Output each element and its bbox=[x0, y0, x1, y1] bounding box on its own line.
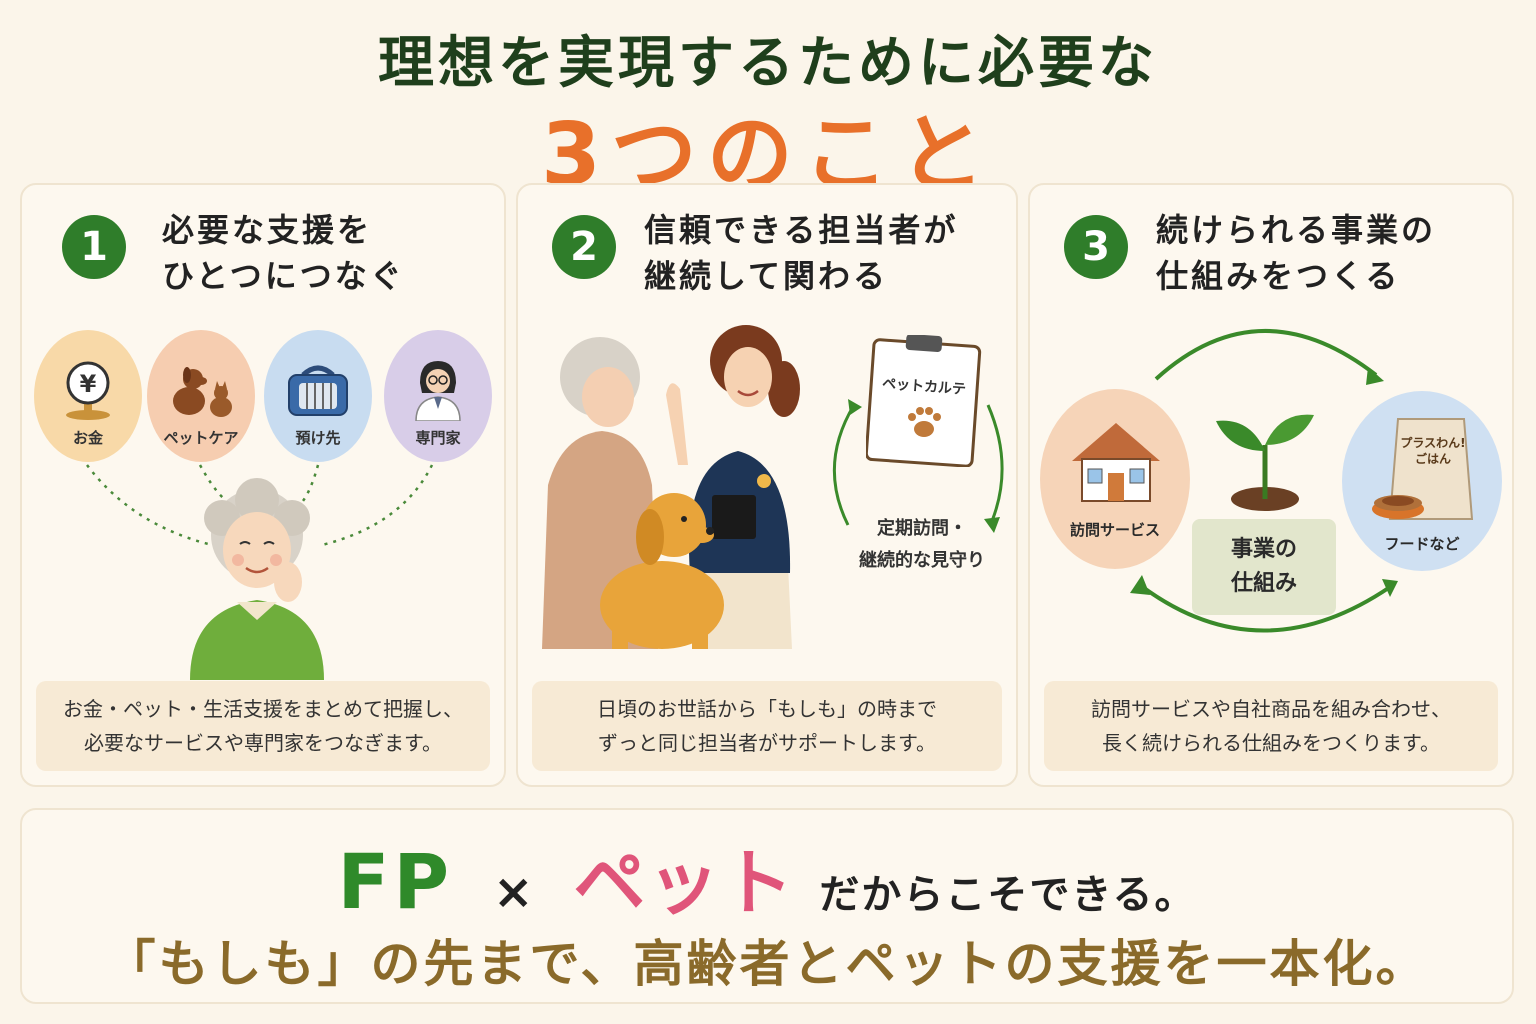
dog-cat-icon bbox=[173, 367, 232, 417]
bubble-boarding: 預け先 bbox=[264, 330, 372, 462]
pet-carrier-icon bbox=[288, 365, 348, 416]
bubble-pet-care: ペットケア bbox=[147, 330, 255, 462]
footer-tagline: FP × ペット だからこそできる。 bbox=[22, 824, 1512, 929]
visit-service-label: 訪問サービス bbox=[1069, 521, 1160, 539]
footer-statement: 「もしも」の先まで、高齢者とペットの支援を一本化。 bbox=[105, 935, 1429, 993]
food-label: フードなど bbox=[1384, 535, 1460, 553]
visit-service-circle: 訪問サービス bbox=[1040, 389, 1190, 569]
footer-fp: FP bbox=[337, 837, 454, 926]
bubble-expert: 専門家 bbox=[384, 330, 492, 462]
page-title: 理想を実現するために必要な bbox=[378, 31, 1158, 96]
yen-coin-icon: ¥ bbox=[66, 361, 110, 420]
panel-heading-line1: 続けられる事業の bbox=[1156, 211, 1437, 249]
bubble-label: 預け先 bbox=[295, 429, 341, 447]
footer-dakara: だからこそできる。 bbox=[819, 872, 1197, 918]
elderly-woman-illustration bbox=[190, 478, 324, 680]
panel-heading-line1: 信頼できる担当者が bbox=[644, 211, 959, 249]
panel-caption: 日頃のお世話から「もしも」の時まで ずっと同じ担当者がサポートします。 bbox=[532, 681, 1002, 771]
panel-heading: 必要な支援を ひとつにつなぐ bbox=[162, 207, 405, 299]
sprout-icon bbox=[1216, 414, 1314, 511]
expert-icon bbox=[415, 361, 461, 421]
caption-line1: 訪問サービスや自社商品を組み合わせ、 bbox=[1091, 697, 1451, 721]
clipboard-icon bbox=[866, 335, 982, 467]
panel-heading-line2: ひとつにつなぐ bbox=[162, 257, 405, 295]
step-number-badge: 1 bbox=[62, 215, 126, 279]
food-bag-label-line2: ごはん bbox=[1414, 452, 1451, 466]
bubble-label: 専門家 bbox=[415, 429, 461, 447]
panel-caption: 訪問サービスや自社商品を組み合わせ、 長く続けられる仕組みをつくります。 bbox=[1044, 681, 1498, 771]
visit-label-line2: 継続的な見守り bbox=[859, 550, 985, 571]
connector-dotted-lines bbox=[86, 464, 434, 547]
business-label-line1: 事業の bbox=[1230, 537, 1297, 562]
caption-line1: 日頃のお世話から「もしも」の時まで bbox=[597, 697, 937, 721]
bubble-label: お金 bbox=[72, 429, 103, 447]
panel-connect-support: 1 必要な支援を ひとつにつなぐ ¥ お金 ペットケア bbox=[20, 183, 506, 787]
panel-heading-line2: 継続して関わる bbox=[644, 257, 889, 295]
caption-line2: 長く続けられる仕組みをつくります。 bbox=[1102, 731, 1440, 755]
panel-consistent-staff: 2 信頼できる担当者が 継続して関わる bbox=[516, 183, 1018, 787]
caption-line1: お金・ペット・生活支援をまとめて把握し、 bbox=[63, 697, 463, 721]
step-number-badge: 2 bbox=[552, 215, 616, 279]
step-number-badge: 3 bbox=[1064, 215, 1128, 279]
food-bag-label: プラスわん! ごはん bbox=[1396, 435, 1470, 467]
panel-heading: 続けられる事業の 仕組みをつくる bbox=[1156, 207, 1436, 299]
business-label-line2: 仕組み bbox=[1230, 571, 1297, 596]
food-bag-label-line1: プラスわん! bbox=[1400, 436, 1466, 450]
bubble-label: ペットケア bbox=[163, 429, 239, 447]
food-bag-icon bbox=[1372, 418, 1474, 520]
visit-label-line1: 定期訪問・ bbox=[877, 518, 967, 539]
caption-line2: 必要なサービスや専門家をつなぎます。 bbox=[84, 731, 442, 755]
svg-text:¥: ¥ bbox=[80, 370, 97, 398]
panel-caption: お金・ペット・生活支援をまとめて把握し、 必要なサービスや専門家をつなぎます。 bbox=[36, 681, 490, 771]
house-icon bbox=[1072, 423, 1160, 502]
panel-heading-line2: 仕組みをつくる bbox=[1156, 257, 1401, 295]
panel-heading: 信頼できる担当者が 継続して関わる bbox=[644, 207, 958, 299]
panel-heading-line1: 必要な支援を bbox=[162, 211, 373, 249]
footer-pet: ペット bbox=[573, 841, 796, 925]
food-circle: プラスわん! ごはん フードなど bbox=[1342, 391, 1502, 571]
footer-message: FP × ペット だからこそできる。 「もしも」の先まで、高齢者とペットの支援を… bbox=[20, 808, 1514, 1004]
business-cycle-arrows bbox=[1130, 329, 1398, 633]
staff-meeting-illustration bbox=[542, 325, 800, 649]
bubble-money: ¥ お金 bbox=[34, 330, 142, 462]
caption-line2: ずっと同じ担当者がサポートします。 bbox=[598, 731, 936, 755]
footer-times: × bbox=[493, 864, 534, 920]
panel-sustainable-business: 3 続けられる事業の 仕組みをつくる 訪問サービス 事業の 仕組み bbox=[1028, 183, 1514, 787]
cycle-arrows-icon bbox=[832, 399, 1004, 533]
business-model-box: 事業の 仕組み bbox=[1192, 519, 1336, 615]
visit-label: 定期訪問・ 継続的な見守り bbox=[832, 513, 1012, 577]
